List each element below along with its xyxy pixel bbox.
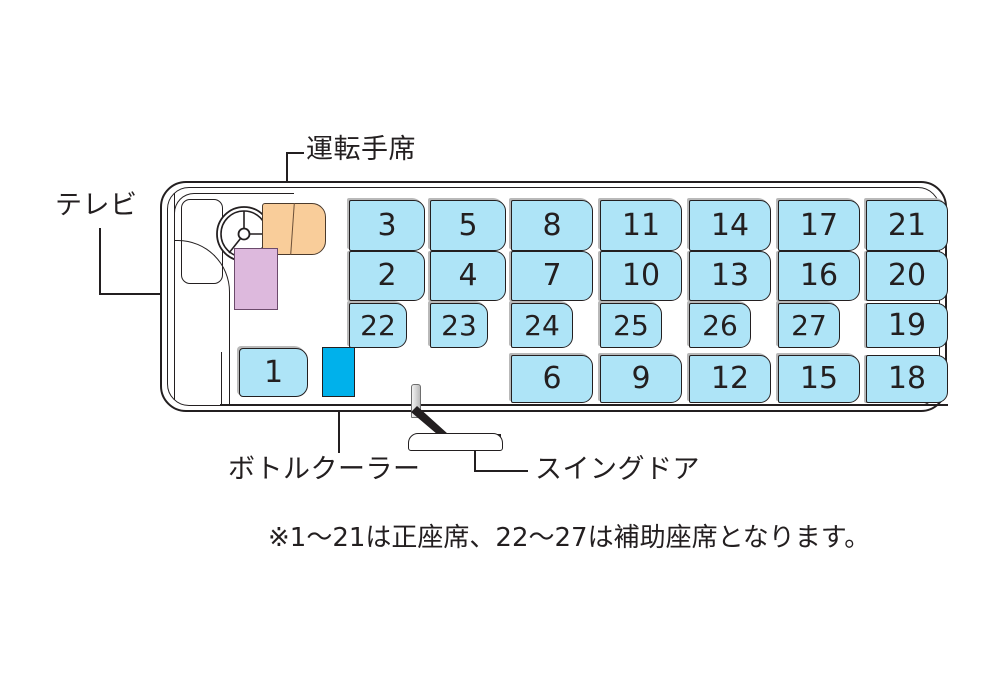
leader-line-cooler-vertical [338, 397, 340, 453]
seat-2[interactable]: 2 [349, 251, 425, 301]
seat-type-note: ※1〜21は正座席、22〜27は補助座席となります。 [268, 523, 871, 553]
leader-line-door-horizontal [474, 470, 528, 472]
seat-1[interactable]: 1 [239, 348, 308, 397]
seat-15[interactable]: 15 [778, 355, 860, 403]
cabin-floor-line [220, 404, 948, 406]
seat-8[interactable]: 8 [511, 200, 593, 251]
callout-label-bottle-cooler: ボトルクーラー [228, 454, 421, 485]
seat-7[interactable]: 7 [511, 251, 593, 301]
seat-25[interactable]: 25 [600, 303, 662, 348]
seat-12[interactable]: 12 [689, 355, 771, 403]
swing-door-panel [411, 384, 421, 418]
seat-11[interactable]: 11 [600, 200, 682, 251]
bottle-cooler [322, 347, 355, 397]
seat-21[interactable]: 21 [866, 200, 948, 251]
leader-line-door-vertical [474, 451, 476, 472]
seat-9[interactable]: 9 [600, 355, 682, 403]
leader-line-driver-horizontal [286, 152, 304, 154]
seat-19[interactable]: 19 [866, 303, 948, 348]
callout-label-tv: テレビ [55, 190, 138, 221]
seat-14[interactable]: 14 [689, 200, 771, 251]
seat-20[interactable]: 20 [866, 251, 948, 301]
seat-4[interactable]: 4 [430, 251, 506, 301]
front-wall-sweep-lower [175, 352, 222, 406]
leader-line-tv-vertical [99, 228, 101, 294]
seat-17[interactable]: 17 [778, 200, 860, 251]
seat-5[interactable]: 5 [430, 200, 506, 251]
seat-27[interactable]: 27 [778, 303, 840, 348]
bus-nose-outline [174, 193, 294, 400]
seat-13[interactable]: 13 [689, 251, 771, 301]
callout-label-swing-door: スイングドア [535, 454, 700, 485]
callout-label-driver-seat: 運転手席 [306, 134, 416, 165]
swing-door-step [408, 433, 503, 451]
seat-22[interactable]: 22 [349, 303, 407, 348]
seat-3[interactable]: 3 [349, 200, 425, 251]
seat-23[interactable]: 23 [430, 303, 488, 348]
tv-monitor [234, 248, 278, 310]
seat-18[interactable]: 18 [866, 355, 948, 403]
seat-6[interactable]: 6 [511, 355, 593, 403]
seat-16[interactable]: 16 [778, 251, 860, 301]
driver-seat [262, 203, 326, 255]
seat-24[interactable]: 24 [511, 303, 573, 348]
seat-26[interactable]: 26 [689, 303, 751, 348]
seat-10[interactable]: 10 [600, 251, 682, 301]
